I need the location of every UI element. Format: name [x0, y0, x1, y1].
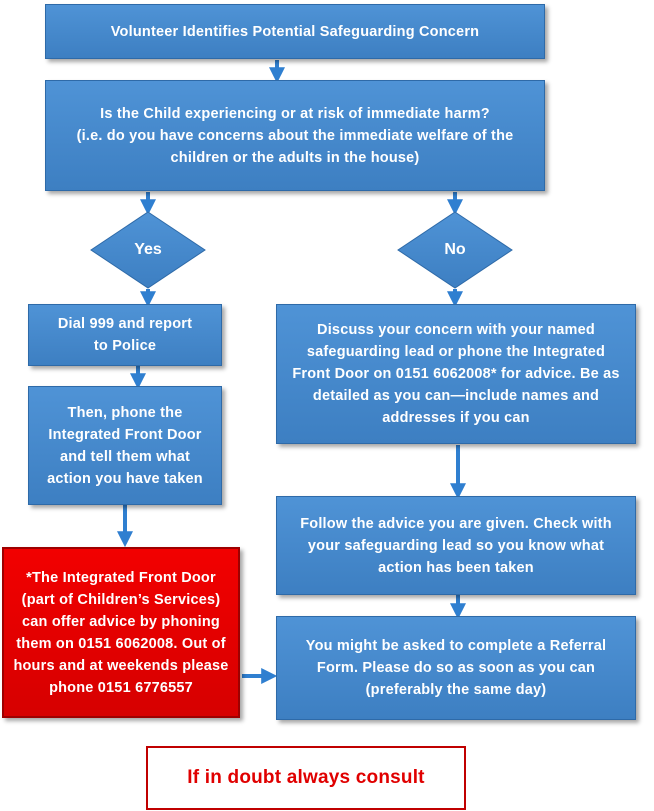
question-line-1: Is the Child experiencing or at risk of … — [100, 105, 490, 122]
follow-advice-text: Follow the advice you are given. Check w… — [300, 515, 612, 576]
dial-999-text: Dial 999 and report to Police — [57, 316, 193, 354]
question-line-3: children or the adults in the house) — [170, 149, 420, 166]
ifd-info-text: *The Integrated Front Door (part of Chil… — [13, 569, 229, 696]
decision-yes-label: Yes — [134, 241, 162, 258]
consult-text: If in doubt always consult — [187, 767, 425, 788]
decision-diamond-yes — [90, 211, 206, 289]
start-box: Volunteer Identifies Potential Safeguard… — [45, 4, 545, 59]
dial-999-box: Dial 999 and report to Police — [28, 304, 222, 366]
discuss-concern-text: Discuss your concern with your named saf… — [292, 322, 620, 426]
referral-form-text: You might be asked to complete a Referra… — [305, 638, 607, 698]
ifd-info-box: *The Integrated Front Door (part of Chil… — [2, 547, 240, 718]
phone-ifd-box: Then, phone the Integrated Front Door an… — [28, 386, 222, 505]
referral-form-box: You might be asked to complete a Referra… — [276, 616, 636, 720]
question-box: Is the Child experiencing or at risk of … — [45, 80, 545, 191]
follow-advice-box: Follow the advice you are given. Check w… — [276, 496, 636, 595]
question-line-2: (i.e. do you have concerns about the imm… — [76, 127, 514, 144]
phone-ifd-text: Then, phone the Integrated Front Door an… — [47, 404, 203, 487]
decision-diamond-no — [397, 211, 513, 289]
start-text: Volunteer Identifies Potential Safeguard… — [110, 23, 480, 40]
discuss-concern-box: Discuss your concern with your named saf… — [276, 304, 636, 444]
consult-box: If in doubt always consult — [146, 746, 466, 810]
decision-no-label: No — [444, 241, 466, 258]
